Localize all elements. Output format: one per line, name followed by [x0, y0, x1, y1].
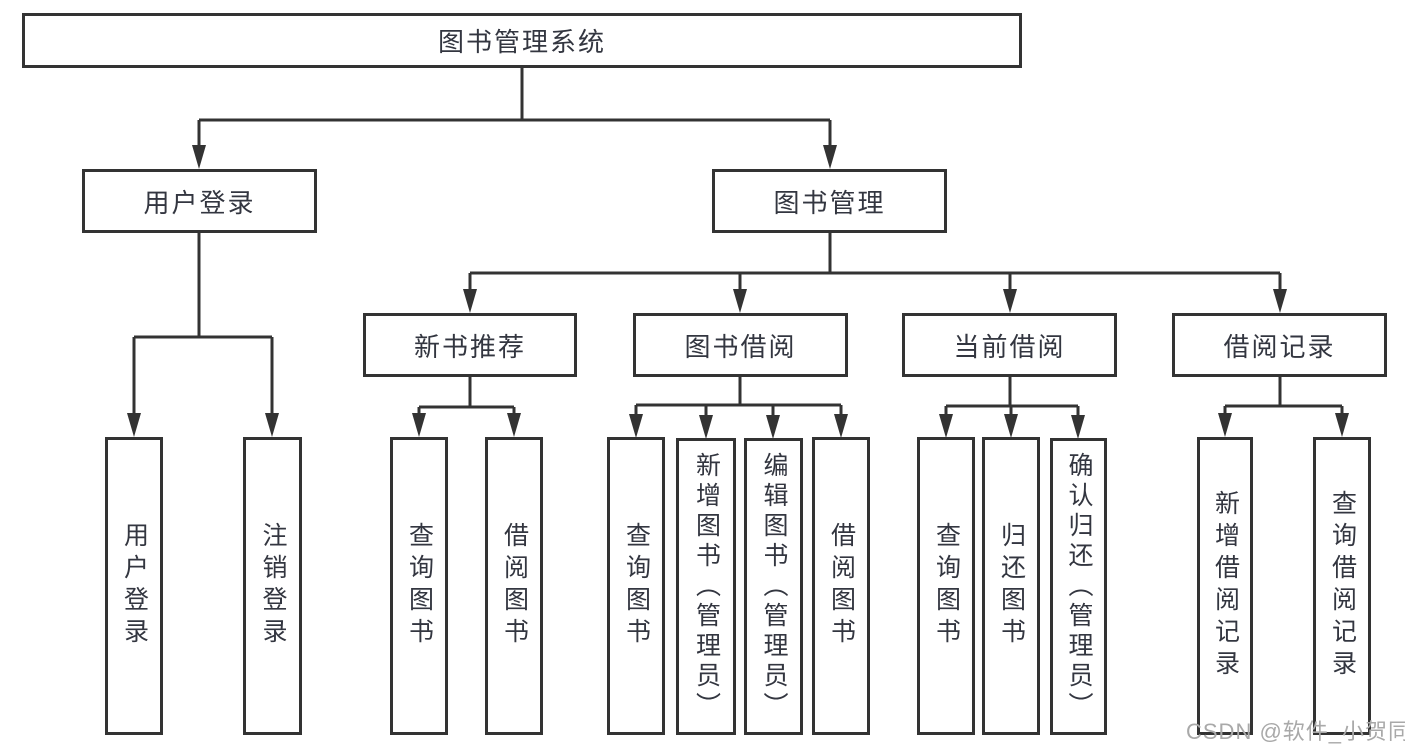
connector-root: [197, 68, 832, 150]
connector-borrow-records: [1223, 377, 1344, 420]
node-new-book-recommendation: 新书推荐: [363, 313, 577, 377]
node-book-borrowing: 图书借阅: [633, 313, 848, 377]
node-label: 用户登录: [143, 187, 256, 218]
connector-user-login: [132, 233, 274, 418]
arrow-icon: [1004, 414, 1018, 438]
leaf-borrow-book: 借阅图书: [812, 437, 870, 735]
leaf-return-book: 归还图书: [982, 437, 1040, 735]
arrow-icon: [1335, 413, 1349, 437]
connector-book-borrow: [634, 377, 843, 420]
node-label: 当前借阅: [953, 331, 1066, 362]
node-current-borrowing: 当前借阅: [902, 313, 1117, 377]
node-label: 查询图书: [622, 522, 651, 650]
arrow-icon: [127, 413, 141, 437]
leaf-confirm-return-admin: 确认归还（管理员）: [1050, 438, 1107, 735]
arrow-icon: [766, 415, 780, 439]
leaf-query-borrow-record: 查询借阅记录: [1313, 437, 1371, 735]
node-label: 新增图书（管理员）: [692, 451, 721, 722]
arrow-icon: [1071, 415, 1085, 439]
node-label: 借阅图书: [500, 522, 529, 650]
node-label: 查询图书: [932, 522, 961, 650]
arrow-icon: [463, 289, 477, 313]
leaf-edit-book-admin: 编辑图书（管理员）: [744, 438, 803, 735]
node-label: 查询图书: [405, 522, 434, 650]
node-borrowing-records: 借阅记录: [1172, 313, 1387, 377]
leaf-add-borrow-record: 新增借阅记录: [1197, 437, 1253, 735]
arrow-icon: [412, 413, 426, 437]
node-label: 新增借阅记录: [1211, 490, 1240, 682]
node-label: 图书借阅: [684, 331, 797, 362]
leaf-query-book-borrow: 查询图书: [607, 437, 665, 735]
node-label: 用户登录: [120, 522, 149, 650]
node-label: 新书推荐: [413, 331, 526, 362]
node-label: 编辑图书（管理员）: [760, 451, 788, 722]
node-book-management: 图书管理: [712, 169, 947, 233]
arrow-icon: [192, 145, 206, 169]
leaf-query-book-current: 查询图书: [917, 437, 975, 735]
arrow-icon: [733, 289, 747, 313]
arrow-icon: [1218, 413, 1232, 437]
node-label: 查询借阅记录: [1328, 490, 1357, 682]
node-label: 图书管理系统: [437, 27, 606, 57]
arrow-icon: [1273, 289, 1287, 313]
node-label: 注销登录: [259, 522, 287, 650]
leaf-borrow-book-recommend: 借阅图书: [485, 437, 543, 735]
node-label: 借阅记录: [1223, 331, 1336, 362]
leaf-user-login: 用户登录: [105, 437, 163, 735]
leaf-query-book-recommend: 查询图书: [390, 437, 448, 735]
node-label: 借阅图书: [827, 522, 856, 650]
node-root-system: 图书管理系统: [22, 13, 1022, 68]
connector-book-mgmt: [468, 233, 1282, 294]
connector-current-borrow: [944, 377, 1080, 420]
arrow-icon: [507, 413, 521, 437]
node-label: 图书管理: [773, 187, 886, 218]
arrow-icon: [699, 415, 713, 439]
arrow-icon: [834, 414, 848, 438]
node-label: 归还图书: [997, 522, 1026, 650]
arrow-icon: [823, 145, 837, 169]
arrow-icon: [265, 413, 279, 437]
arrow-icon: [1003, 289, 1017, 313]
node-label: 确认归还（管理员）: [1065, 451, 1093, 722]
arrowheads: [127, 145, 1349, 439]
arrow-icon: [939, 414, 953, 438]
connector-new-book-rec: [417, 377, 516, 420]
arrow-icon: [629, 414, 643, 438]
csdn-watermark: CSDN @软件_小贺同学: [1186, 719, 1405, 744]
leaf-add-book-admin: 新增图书（管理员）: [676, 438, 736, 735]
node-user-login: 用户登录: [82, 169, 317, 233]
leaf-logout: 注销登录: [243, 437, 302, 735]
